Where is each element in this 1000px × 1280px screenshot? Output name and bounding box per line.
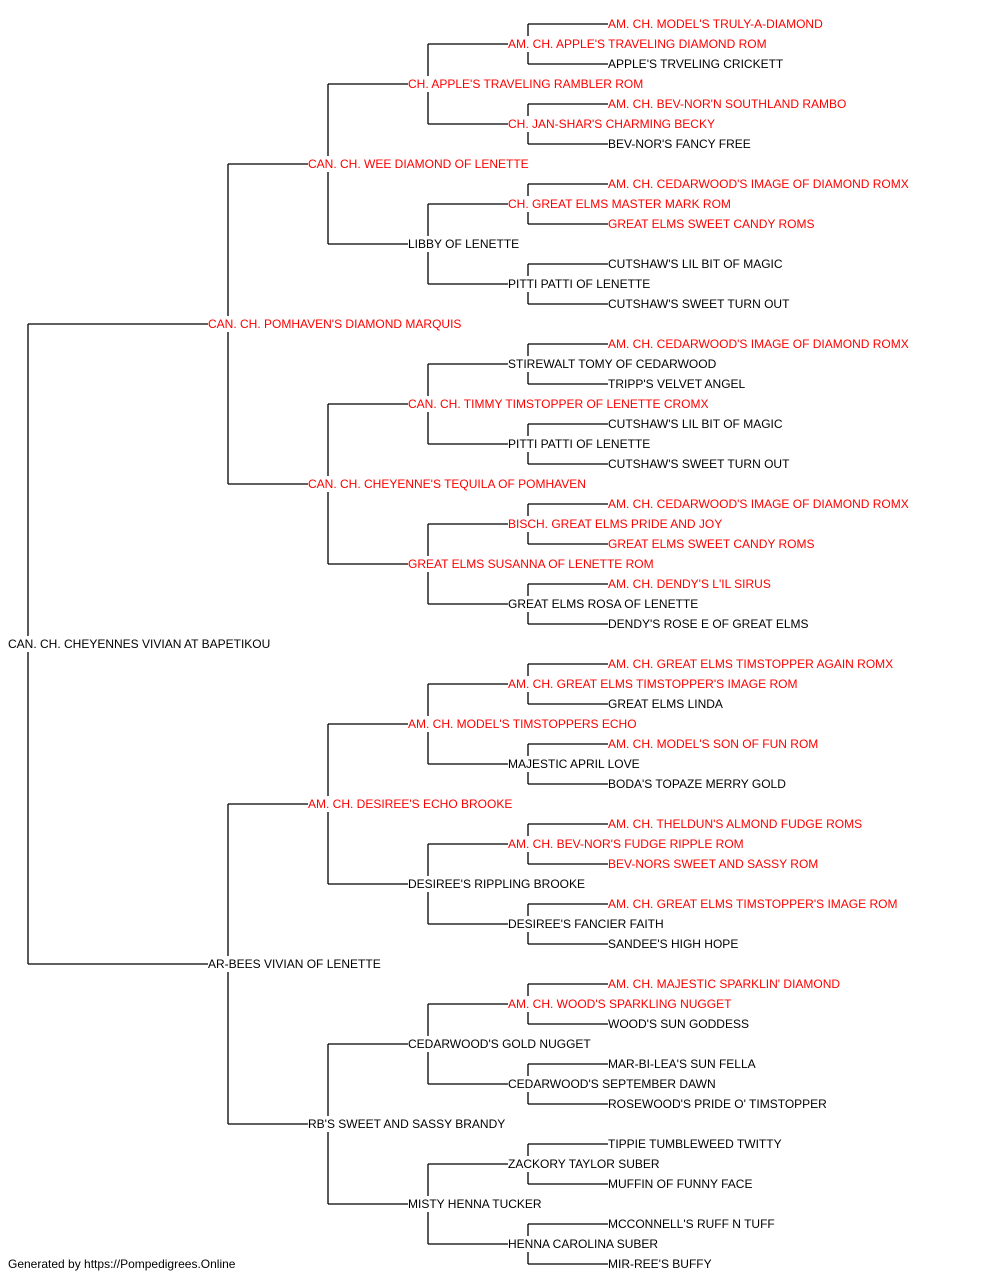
dog-name-gen2: CAN. CH. CHEYENNE'S TEQUILA OF POMHAVEN [308,477,586,491]
dog-name-gen5: AM. CH. THELDUN'S ALMOND FUDGE ROMS [608,817,863,831]
dog-name-gen5: DENDY'S ROSE E OF GREAT ELMS [608,617,809,631]
dog-name-gen4: CEDARWOOD'S SEPTEMBER DAWN [508,1077,716,1091]
dog-name-gen4: DESIREE'S FANCIER FAITH [508,917,664,931]
dog-name-gen5: MIR-REE'S BUFFY [608,1257,712,1271]
dog-name-gen5: BEV-NOR'S FANCY FREE [608,137,751,151]
generated-by-footer: Generated by https://Pompedigrees.Online [8,1257,236,1271]
dog-name-gen4: HENNA CAROLINA SUBER [508,1237,659,1251]
dog-name-gen5: CUTSHAW'S LIL BIT OF MAGIC [608,417,783,431]
dog-name-gen5: TRIPP'S VELVET ANGEL [608,377,746,391]
dog-name-gen5: AM. CH. CEDARWOOD'S IMAGE OF DIAMOND ROM… [608,337,909,351]
dog-name-gen4: AM. CH. BEV-NOR'S FUDGE RIPPLE ROM [508,837,744,851]
dog-name-gen5: GREAT ELMS SWEET CANDY ROMS [608,217,815,231]
dog-name-gen5: TIPPIE TUMBLEWEED TWITTY [608,1137,782,1151]
dog-name-gen2: RB'S SWEET AND SASSY BRANDY [308,1117,506,1131]
dog-name-gen5: MAR-BI-LEA'S SUN FELLA [608,1057,756,1071]
dog-name-gen5: ROSEWOOD'S PRIDE O' TIMSTOPPER [608,1097,827,1111]
dog-name-gen4: ZACKORY TAYLOR SUBER [508,1157,660,1171]
dog-name-gen5: BEV-NORS SWEET AND SASSY ROM [608,857,819,871]
dog-name-gen3: CAN. CH. TIMMY TIMSTOPPER OF LENETTE CRO… [408,397,709,411]
dog-name-gen5: MUFFIN OF FUNNY FACE [608,1177,753,1191]
dog-name-gen5: AM. CH. MODEL'S TRULY-A-DIAMOND [608,17,823,31]
dog-name-gen5: AM. CH. BEV-NOR'N SOUTHLAND RAMBO [608,97,847,111]
dog-name-gen5: AM. CH. MODEL'S SON OF FUN ROM [608,737,819,751]
dog-name-gen5: AM. CH. CEDARWOOD'S IMAGE OF DIAMOND ROM… [608,497,909,511]
dog-name-gen5: CUTSHAW'S LIL BIT OF MAGIC [608,257,783,271]
dog-name-gen5: AM. CH. CEDARWOOD'S IMAGE OF DIAMOND ROM… [608,177,909,191]
dog-name-gen2: CAN. CH. WEE DIAMOND OF LENETTE [308,157,529,171]
dog-name-gen4: CH. GREAT ELMS MASTER MARK ROM [508,197,731,211]
dog-name-gen5: APPLE'S TRVELING CRICKETT [608,57,784,71]
dog-name-gen4: AM. CH. APPLE'S TRAVELING DIAMOND ROM [508,37,767,51]
dog-name-gen5: AM. CH. MAJESTIC SPARKLIN' DIAMOND [608,977,841,991]
dog-name-gen2: AM. CH. DESIREE'S ECHO BROOKE [308,797,513,811]
dog-name-gen5: GREAT ELMS SWEET CANDY ROMS [608,537,815,551]
dog-name-gen5: MCCONNELL'S RUFF N TUFF [608,1217,775,1231]
dog-name-gen3: AM. CH. MODEL'S TIMSTOPPERS ECHO [408,717,637,731]
dog-name-gen3: CEDARWOOD'S GOLD NUGGET [408,1037,591,1051]
dog-name-gen4: STIREWALT TOMY OF CEDARWOOD [508,357,717,371]
dog-name-gen4: PITTI PATTI OF LENETTE [508,437,651,451]
dog-name-gen4: AM. CH. WOOD'S SPARKLING NUGGET [508,997,732,1011]
dog-name-gen5: WOOD'S SUN GODDESS [608,1017,749,1031]
dog-name-gen3: GREAT ELMS SUSANNA OF LENETTE ROM [408,557,654,571]
dog-name-gen4: CH. JAN-SHAR'S CHARMING BECKY [508,117,715,131]
dog-name-gen4: PITTI PATTI OF LENETTE [508,277,651,291]
dog-name-gen4: BISCH. GREAT ELMS PRIDE AND JOY [508,517,723,531]
dog-name-gen4: GREAT ELMS ROSA OF LENETTE [508,597,699,611]
dog-name-gen5: AM. CH. DENDY'S L'IL SIRUS [608,577,771,591]
dog-name-gen3: DESIREE'S RIPPLING BROOKE [408,877,586,891]
dog-name-gen5: GREAT ELMS LINDA [608,697,723,711]
dog-name-gen5: SANDEE'S HIGH HOPE [608,937,739,951]
dog-name-gen5: BODA'S TOPAZE MERRY GOLD [608,777,786,791]
dog-name-gen3: MISTY HENNA TUCKER [408,1197,542,1211]
dog-name-gen3: LIBBY OF LENETTE [408,237,520,251]
dog-name-gen5: AM. CH. GREAT ELMS TIMSTOPPER'S IMAGE RO… [608,897,898,911]
dog-name-gen5: CUTSHAW'S SWEET TURN OUT [608,457,790,471]
dog-name-gen0: CAN. CH. CHEYENNES VIVIAN AT BAPETIKOU [8,637,271,651]
dog-name-gen1: AR-BEES VIVIAN OF LENETTE [208,957,381,971]
dog-name-gen4: AM. CH. GREAT ELMS TIMSTOPPER'S IMAGE RO… [508,677,798,691]
dog-name-gen5: AM. CH. GREAT ELMS TIMSTOPPER AGAIN ROMX [608,657,894,671]
dog-name-gen1: CAN. CH. POMHAVEN'S DIAMOND MARQUIS [208,317,462,331]
dog-name-gen5: CUTSHAW'S SWEET TURN OUT [608,297,790,311]
dog-name-gen3: CH. APPLE'S TRAVELING RAMBLER ROM [408,77,644,91]
dog-name-gen4: MAJESTIC APRIL LOVE [508,757,640,771]
